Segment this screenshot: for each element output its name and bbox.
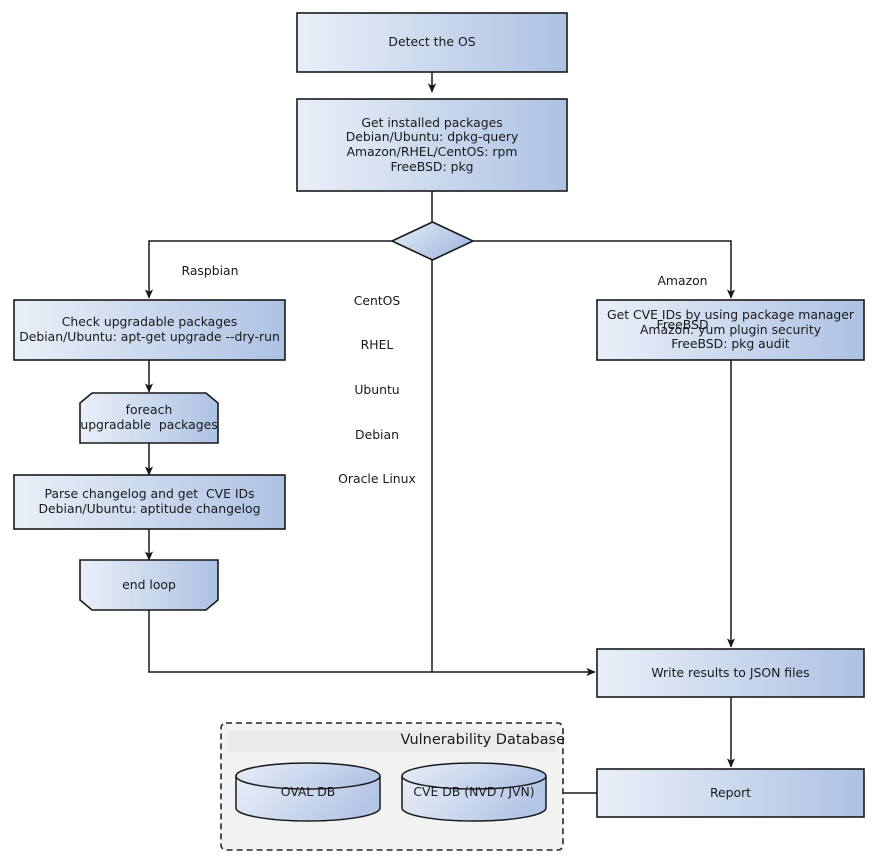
amazon-freebsd-line-1: Amazon <box>657 272 708 288</box>
node-get-installed-packages[interactable] <box>296 98 568 192</box>
node-parse-changelog[interactable] <box>13 474 286 530</box>
center-os-line-2: RHEL <box>360 337 394 353</box>
node-check-upgradable-packages[interactable] <box>13 299 286 361</box>
node-cve-db[interactable] <box>401 762 547 822</box>
node-get-cve-ids-package-manager[interactable] <box>596 299 865 361</box>
amazon-freebsd-line-2: FreeBSD <box>656 317 709 333</box>
center-os-line-1: CentOS <box>353 292 401 308</box>
center-os-line-5: Oracle Linux <box>338 471 416 487</box>
node-end-loop[interactable] <box>79 559 219 611</box>
edge-label-branch-center-os: CentOS RHEL Ubuntu Debian Oracle Linux <box>317 264 437 517</box>
node-report[interactable] <box>596 768 865 818</box>
node-os-decision[interactable] <box>390 221 475 261</box>
node-detect-os[interactable] <box>296 12 568 73</box>
vulnerability-database-title-band <box>228 730 556 752</box>
cve-db-top <box>401 762 547 790</box>
center-os-line-3: Ubuntu <box>354 382 400 397</box>
edge-endloop-to-writeresults <box>148 610 596 677</box>
center-os-line-4: Debian <box>355 426 399 442</box>
node-oval-db[interactable] <box>235 762 381 822</box>
edge-decision-left-raspbian <box>144 240 392 299</box>
flowchart-edges <box>144 72 736 794</box>
group-title-vulnerability-database: Vulnerability Database <box>400 732 565 748</box>
oval-db-top <box>235 762 381 790</box>
edge-label-branch-raspbian: Raspbian <box>181 263 239 278</box>
edge-label-branch-amazon-freebsd: Amazon FreeBSD <box>625 244 740 363</box>
node-write-results-json[interactable] <box>596 648 865 698</box>
node-foreach-loop-start[interactable] <box>79 392 219 444</box>
edge-decision-right-amazon-freebsd <box>473 240 736 299</box>
